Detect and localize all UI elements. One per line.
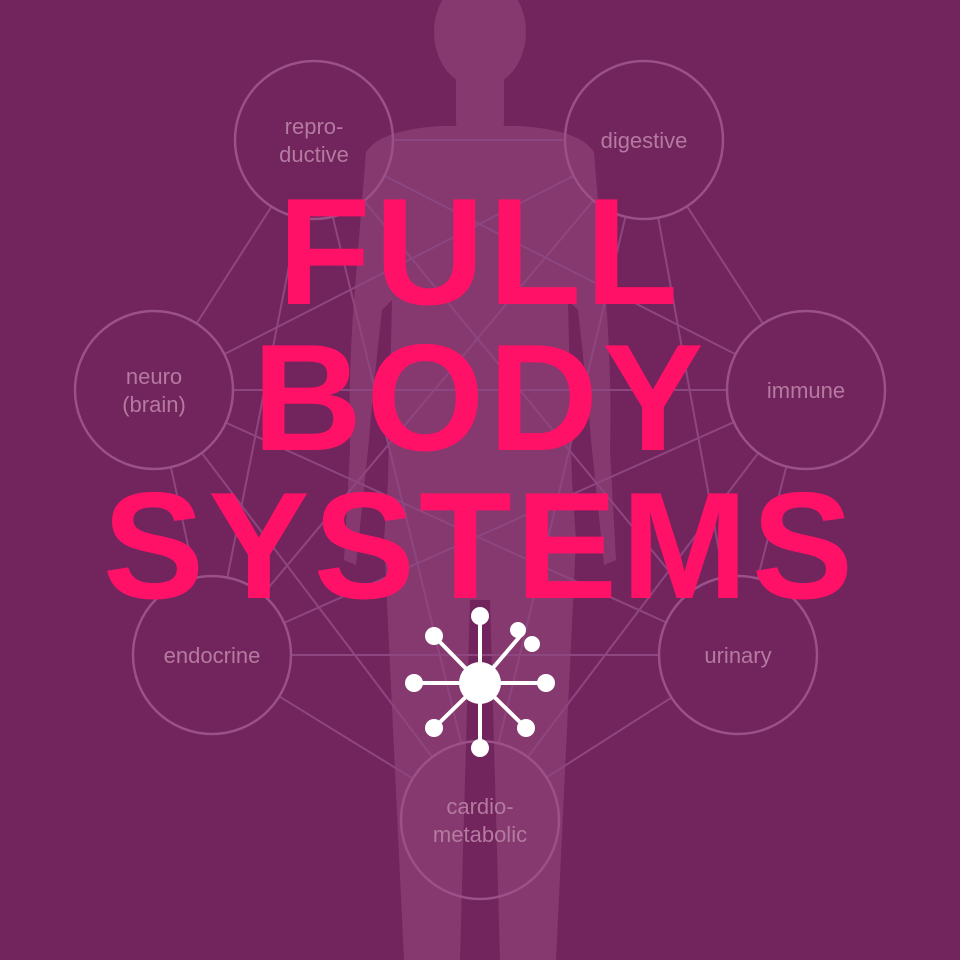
connection-immune-endocrine (283, 421, 735, 624)
connection-reproductive-neuro (195, 206, 273, 324)
connection-immune-urinary (756, 466, 788, 579)
connection-neuro-cardiometabolic (200, 452, 434, 758)
title-line-body: BODY (252, 313, 708, 483)
connection-urinary-cardiometabolic (546, 696, 672, 779)
node-label-cardiometabolic: cardio- (446, 794, 513, 819)
node-circle-urinary (657, 574, 819, 736)
connection-endocrine-cardiometabolic (278, 695, 414, 780)
node-immune: immune (725, 309, 887, 471)
node-digestive: digestive (563, 59, 725, 221)
connection-digestive-immune (686, 205, 764, 325)
connection-neuro-endocrine (169, 466, 197, 579)
title-line-systems: SYSTEMS (102, 461, 858, 631)
connection-reproductive-endocrine (226, 217, 300, 578)
system-nodes: repro-ductive digestive neuro (brain) immune… (73, 59, 887, 901)
node-circle-reproductive (233, 59, 395, 221)
node-label-urinary: urinary (704, 643, 771, 668)
node-cardiometabolic: cardio-metabolic (399, 739, 561, 901)
node-reproductive: repro-ductive (233, 59, 395, 221)
node-neuro: neuro (brain) (73, 309, 235, 471)
node-urinary: urinary (657, 574, 819, 736)
node-label-neuro: (brain) (122, 392, 186, 417)
connection-immune-cardiometabolic (526, 452, 760, 758)
human-silhouette-icon (344, 0, 616, 960)
node-label-endocrine: endocrine (164, 643, 261, 668)
connection-lines (169, 139, 788, 780)
node-label-immune: immune (767, 378, 845, 403)
connection-digestive-neuro (223, 175, 575, 355)
node-label-cardiometabolic: metabolic (433, 822, 527, 847)
connection-digestive-urinary (657, 217, 725, 578)
node-label-reproductive: ductive (279, 142, 349, 167)
node-label-digestive: digestive (601, 128, 688, 153)
title-line-full: FULL (277, 167, 683, 337)
node-label-neuro: neuro (126, 364, 182, 389)
node-label-reproductive: repro- (285, 114, 344, 139)
node-circle-neuro (73, 309, 235, 471)
connection-reproductive-urinary (363, 200, 689, 595)
node-endocrine: endocrine (131, 574, 293, 736)
node-circle-endocrine (131, 574, 293, 736)
node-circle-digestive (563, 59, 725, 221)
node-circle-immune (725, 309, 887, 471)
connection-neuro-urinary (225, 421, 667, 624)
connection-digestive-endocrine (262, 199, 594, 596)
